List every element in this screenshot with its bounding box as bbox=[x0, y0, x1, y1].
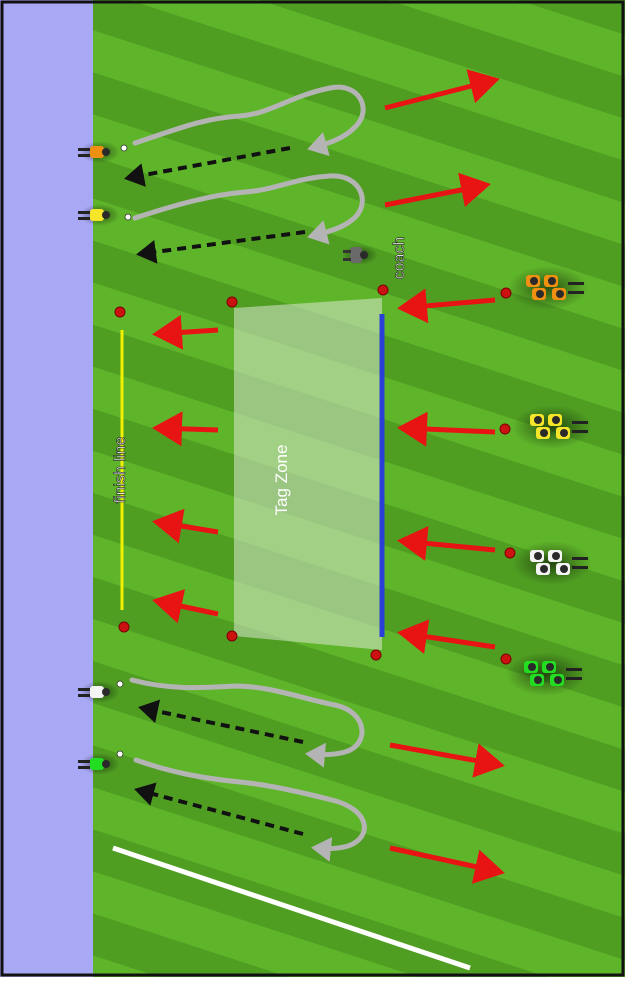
run-arrow bbox=[389, 742, 505, 778]
player-orange-dribbler bbox=[78, 141, 128, 163]
run-arrows-to-finish bbox=[152, 314, 219, 624]
team-white-group bbox=[512, 541, 592, 585]
cone bbox=[504, 547, 516, 559]
player-white-dribbler bbox=[78, 680, 124, 703]
return-path bbox=[132, 173, 365, 245]
run-arrow bbox=[397, 288, 496, 324]
sideline-band bbox=[0, 0, 93, 977]
run-arrow bbox=[384, 69, 500, 111]
run-arrow bbox=[397, 619, 496, 655]
team-orange-group bbox=[508, 266, 588, 310]
player-green-dribbler bbox=[78, 750, 124, 775]
run-arrow bbox=[389, 845, 505, 884]
return-path bbox=[132, 84, 366, 157]
cone bbox=[118, 621, 130, 633]
dribble-arrow bbox=[124, 146, 291, 187]
return-run-arrows bbox=[384, 69, 505, 884]
dribble-arrow bbox=[134, 782, 304, 836]
cone bbox=[114, 306, 126, 318]
return-path bbox=[129, 677, 365, 768]
cone bbox=[370, 649, 382, 661]
run-arrow bbox=[152, 589, 219, 624]
dribble-arrow bbox=[138, 699, 304, 744]
return-path bbox=[133, 757, 367, 862]
dribbling-players bbox=[78, 141, 132, 775]
cone bbox=[377, 284, 389, 296]
finish-line-label: finish line bbox=[112, 437, 129, 504]
pitch-white-line bbox=[112, 845, 471, 971]
cone bbox=[499, 423, 511, 435]
run-arrow bbox=[384, 172, 491, 208]
team-green-group bbox=[506, 652, 586, 696]
cone bbox=[226, 296, 238, 308]
dribble-arrows bbox=[124, 146, 306, 836]
tag-zone-area bbox=[234, 298, 382, 650]
run-arrow bbox=[152, 411, 219, 447]
player-yellow-dribbler bbox=[78, 204, 132, 226]
cone bbox=[500, 653, 512, 665]
tag-zone-label: Tag Zone bbox=[272, 445, 291, 516]
run-arrow bbox=[397, 411, 496, 447]
cone bbox=[226, 630, 238, 642]
coach-figure bbox=[342, 245, 378, 265]
run-arrow bbox=[397, 525, 496, 561]
dribble-arrow bbox=[136, 230, 306, 264]
coach-label: coach bbox=[391, 237, 408, 280]
run-arrows-to-start bbox=[397, 288, 496, 655]
gray-return-paths bbox=[129, 84, 367, 862]
run-arrow bbox=[152, 508, 219, 544]
team-yellow-group bbox=[512, 405, 592, 449]
run-arrow bbox=[152, 314, 219, 350]
